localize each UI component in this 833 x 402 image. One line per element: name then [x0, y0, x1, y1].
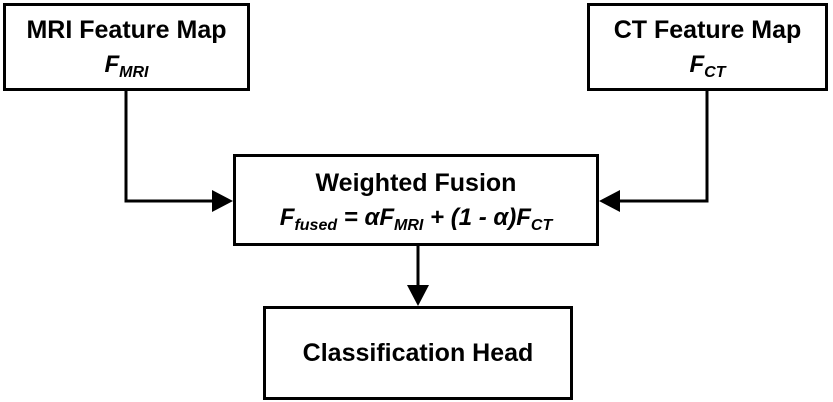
ct-symbol-subscript: CT: [704, 63, 726, 81]
ct-feature-map-title: CT Feature Map: [613, 15, 802, 44]
weighted-fusion-node: Weighted Fusion Ffused = αFMRI + (1 - α)…: [233, 154, 599, 246]
classification-head-node: Classification Head: [263, 306, 573, 400]
weighted-fusion-title: Weighted Fusion: [315, 168, 517, 197]
mri-symbol-base: F: [104, 50, 120, 78]
mri-feature-map-title: MRI Feature Map: [26, 15, 227, 44]
ct-feature-map-symbol: FCT: [689, 50, 726, 81]
ct-symbol-base: F: [689, 50, 705, 78]
formula-lhs-subscript: fused: [294, 216, 338, 234]
formula-one-minus-alpha-term: + (1 - α)F: [423, 203, 531, 231]
mri-feature-map-node: MRI Feature Map FMRI: [3, 3, 250, 91]
formula-mri-subscript: MRI: [394, 216, 424, 234]
weighted-fusion-formula: Ffused = αFMRI + (1 - α)FCT: [279, 203, 553, 234]
edge-mri-to-fusion: [124, 91, 212, 203]
edge-ct-to-fusion: [620, 91, 709, 203]
arrowhead-mri-to-fusion: [212, 190, 233, 212]
formula-alpha-term: = αF: [337, 203, 395, 231]
formula-lhs: F: [279, 203, 295, 231]
mri-feature-map-symbol: FMRI: [104, 50, 149, 81]
ct-feature-map-node: CT Feature Map FCT: [587, 3, 828, 91]
formula-ct-subscript: CT: [530, 216, 553, 234]
arrowhead-fusion-to-classification: [407, 285, 429, 306]
classification-head-title: Classification Head: [302, 338, 534, 367]
mri-symbol-subscript: MRI: [119, 63, 149, 81]
arrowhead-ct-to-fusion: [599, 190, 620, 212]
